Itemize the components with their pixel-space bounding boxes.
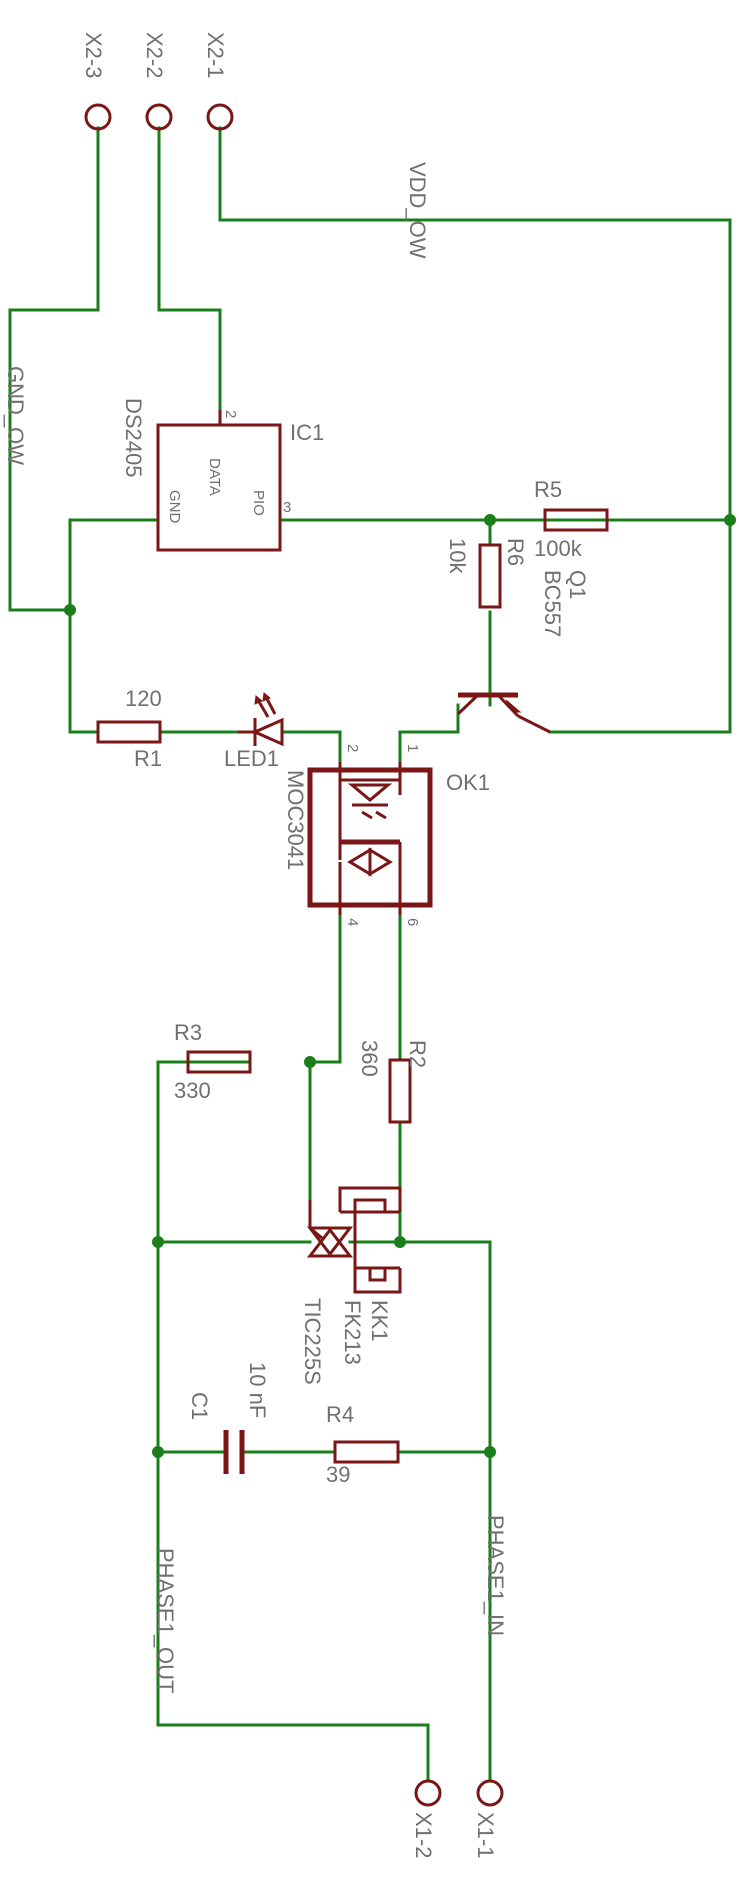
- r3-name: R3: [174, 1020, 202, 1045]
- led1-name: LED1: [224, 746, 279, 771]
- ok1-pin4-number: 4: [344, 918, 361, 926]
- transistor-q1: Q1 BC557: [456, 570, 590, 734]
- connector-x1-2: X1-2: [411, 1779, 442, 1858]
- r5-name: R5: [534, 477, 562, 502]
- ok1-pin1-number: 1: [404, 744, 421, 752]
- junctions: [64, 514, 736, 1458]
- connector-x1-1: X1-1: [473, 1779, 504, 1858]
- x1-2-label: X1-2: [411, 1812, 436, 1858]
- r2-name: R2: [405, 1040, 430, 1068]
- resistor-r1: R1 120: [96, 686, 162, 771]
- gnd-ow-label: GND_OW: [3, 366, 28, 465]
- r1-name: R1: [134, 746, 162, 771]
- triac-value: TIC225S: [300, 1298, 325, 1385]
- resistor-r2: R2 360: [357, 1040, 430, 1124]
- ic1-pin-data-label: DATA: [206, 458, 223, 496]
- ic1-name: IC1: [290, 420, 324, 445]
- ic1-pin-pio-label: PIO: [250, 490, 267, 516]
- ic1-pin2-number: 2: [222, 410, 239, 418]
- r6-name: R6: [503, 538, 528, 566]
- r4-name: R4: [326, 1402, 354, 1427]
- resistor-r6: R6 10k: [445, 538, 528, 609]
- resistor-r4: R4 39: [326, 1402, 400, 1487]
- ok1-name: OK1: [446, 770, 490, 795]
- kk1-value: FK213: [340, 1300, 365, 1365]
- x2-2-label: X2-2: [142, 32, 167, 78]
- phase1-out-label: PHASE1_OUT: [153, 1548, 178, 1694]
- q1-name: Q1: [565, 570, 590, 599]
- c1-name: C1: [187, 1392, 212, 1420]
- ic1-pin-gnd-label: GND: [166, 490, 183, 524]
- phase1-in-label: PHASE1_IN: [483, 1515, 508, 1636]
- connector-x2-3: X2-3: [81, 32, 112, 131]
- ok1-pin2-number: 2: [344, 744, 361, 752]
- kk1-name: KK1: [367, 1300, 392, 1342]
- vdd-ow-label: VDD_OW: [405, 162, 430, 259]
- r5-value: 100k: [534, 536, 583, 561]
- r2-value: 360: [357, 1040, 382, 1077]
- connector-x2-1: X2-1: [203, 32, 234, 131]
- ic1-pin3-number: 3: [283, 499, 291, 516]
- ok1-value: MOC3041: [283, 770, 308, 870]
- ic1-ds2405: IC1 DS2405 DATA GND PIO 2 3: [121, 398, 324, 552]
- heatsink-kk1: KK1 FK213: [338, 1186, 402, 1365]
- resistor-r3: R3 330: [174, 1020, 252, 1103]
- ok1-pin6-number: 6: [404, 918, 421, 926]
- connector-x2-2: X2-2: [142, 32, 173, 131]
- r1-value: 120: [125, 686, 162, 711]
- x2-1-label: X2-1: [203, 32, 228, 78]
- x1-1-label: X1-1: [473, 1812, 498, 1858]
- triac-tic225s: TIC225S: [300, 1200, 354, 1385]
- resistor-r5: R5 100k: [534, 477, 609, 561]
- r6-value: 10k: [445, 538, 470, 574]
- c1-value: 10 nF: [245, 1362, 270, 1418]
- r3-value: 330: [174, 1078, 211, 1103]
- led1: LED1: [224, 692, 284, 771]
- optocoupler-ok1: OK1 MOC3041 1 2 4 6: [283, 744, 490, 926]
- r4-value: 39: [326, 1462, 350, 1487]
- ic1-value: DS2405: [121, 398, 146, 478]
- x2-3-label: X2-3: [81, 32, 106, 78]
- q1-value: BC557: [540, 570, 565, 637]
- wires: [8, 126, 732, 1782]
- capacitor-c1: C1 10 nF: [187, 1362, 270, 1474]
